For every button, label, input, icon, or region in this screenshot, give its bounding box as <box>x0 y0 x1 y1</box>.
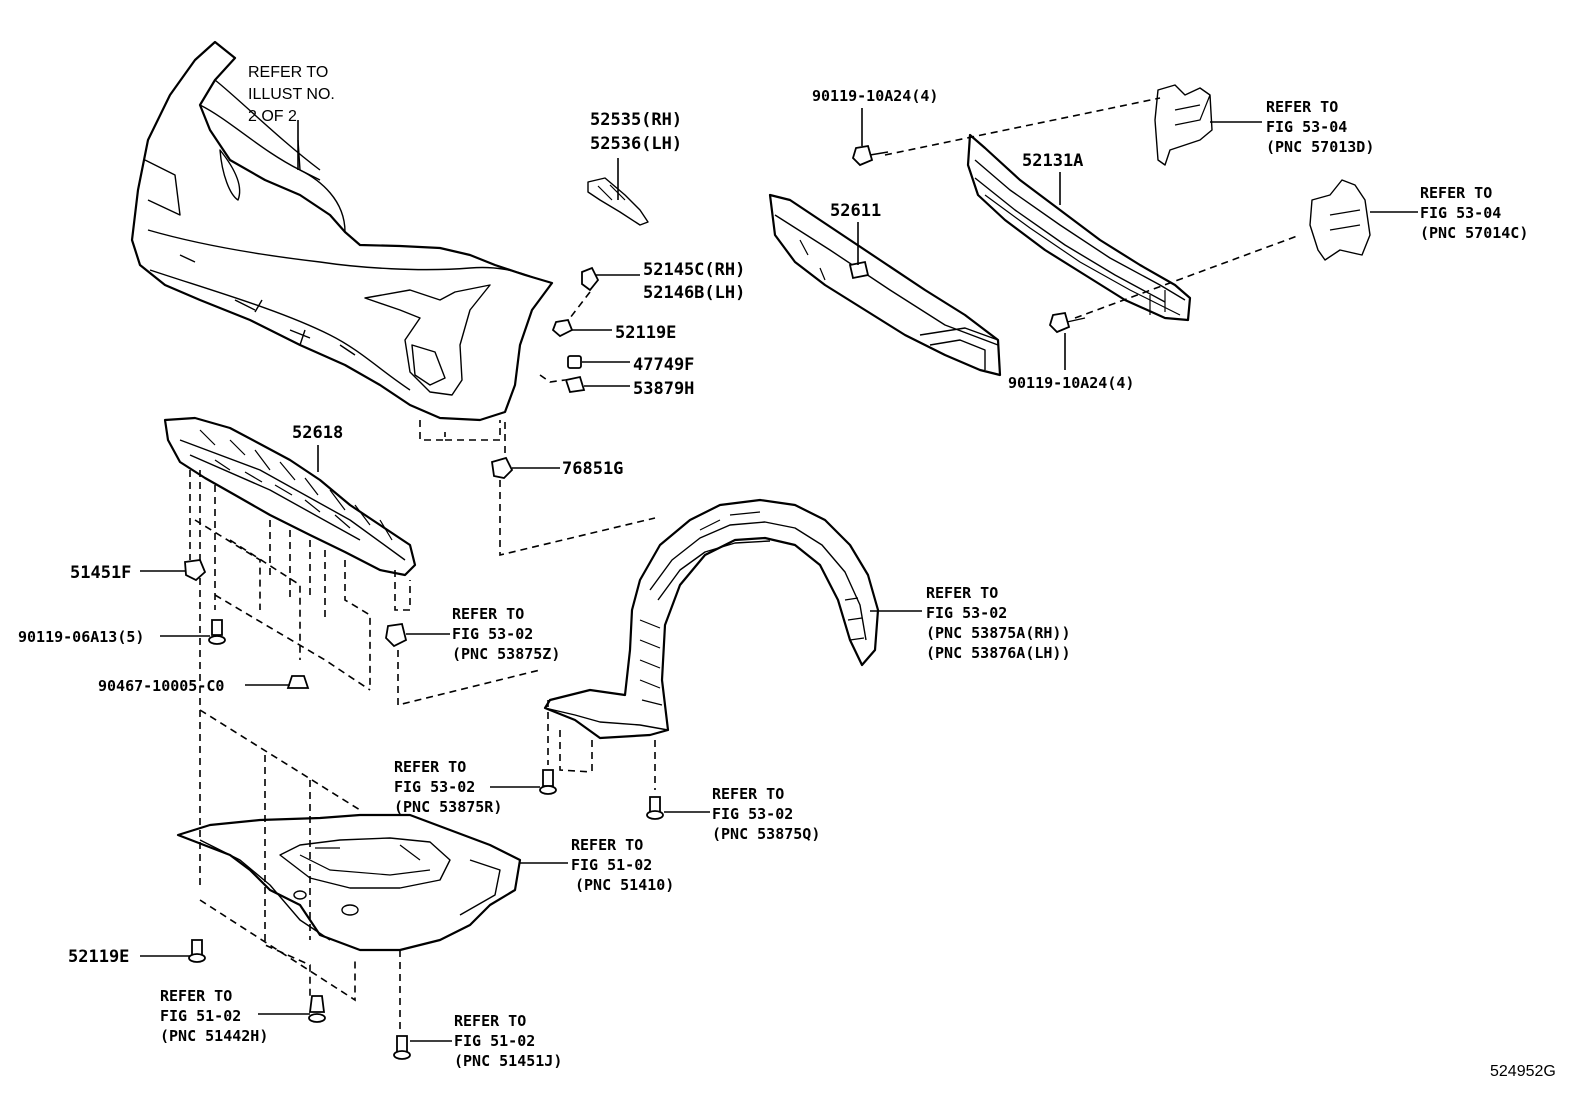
callout-57013D[interactable]: REFER TO FIG 53-04 (PNC 57013D) <box>1266 98 1374 156</box>
nut-90467[interactable] <box>286 675 310 689</box>
callout-line: FIG 51-02 <box>571 856 652 874</box>
under-bracket-52618[interactable] <box>163 416 417 577</box>
callout-line: (PNC 51410) <box>575 876 674 894</box>
callout-51451J[interactable]: REFER TO FIG 51-02 (PNC 51451J) <box>454 1012 562 1070</box>
energy-absorber-52611[interactable] <box>768 193 1002 377</box>
callout-51442H[interactable]: REFER TO FIG 51-02 (PNC 51442H) <box>160 987 268 1045</box>
callout-line: 2 OF 2 <box>248 108 297 125</box>
callout-line: REFER TO <box>1266 98 1338 116</box>
part-label-52131A[interactable]: 52131A <box>1022 151 1083 171</box>
callout-line: (PNC 57014C) <box>1420 224 1528 242</box>
clip-51442H[interactable] <box>308 995 326 1023</box>
callout-line: (PNC 53875Z) <box>452 645 560 663</box>
callout-line: FIG 51-02 <box>454 1032 535 1050</box>
callout-line: REFER TO <box>926 584 998 602</box>
callout-53875Q[interactable]: REFER TO FIG 53-02 (PNC 53875Q) <box>712 785 820 843</box>
clip-51451F[interactable] <box>184 559 207 582</box>
callout-line: FIG 53-04 <box>1420 204 1501 222</box>
part-label-52536[interactable]: 52536(LH) <box>590 134 682 154</box>
callout-line: FIG 53-02 <box>712 805 793 823</box>
callout-line: REFER TO <box>454 1012 526 1030</box>
clip-53875Q[interactable] <box>646 796 664 820</box>
part-label-90119-06A13[interactable]: 90119-06A13(5) <box>18 628 144 646</box>
callout-57014C[interactable]: REFER TO FIG 53-04 (PNC 57014C) <box>1420 184 1528 242</box>
callout-line: (PNC 53875Q) <box>712 825 820 843</box>
bolt-90119-10A24-bot[interactable] <box>1048 311 1086 334</box>
callout-line: (PNC 53875R) <box>394 798 502 816</box>
callout-line: (PNC 51451J) <box>454 1052 562 1070</box>
part-label-53879H[interactable]: 53879H <box>633 379 694 399</box>
callout-line: ILLUST NO. <box>248 86 335 103</box>
callout-53875A[interactable]: REFER TO FIG 53-02 (PNC 53875A(RH)) (PNC… <box>926 584 1071 662</box>
part-label-47749F[interactable]: 47749F <box>633 355 694 375</box>
callout-line: REFER TO <box>248 64 328 81</box>
part-label-52145C[interactable]: 52145C(RH) <box>643 260 745 280</box>
callout-53875Z[interactable]: REFER TO FIG 53-02 (PNC 53875Z) <box>452 605 560 663</box>
clip-76851G[interactable] <box>490 456 514 479</box>
bolt-90119-06A13[interactable] <box>208 619 226 645</box>
clip-51451J[interactable] <box>393 1035 411 1060</box>
callout-51410[interactable]: REFER TO FIG 51-02 (PNC 51410) <box>571 836 674 894</box>
callout-line: (PNC 53876A(LH)) <box>926 644 1071 662</box>
part-label-90467[interactable]: 90467-10005-C0 <box>98 677 224 695</box>
callout-line: REFER TO <box>571 836 643 854</box>
screw-52119E-top[interactable] <box>551 318 574 338</box>
part-label-52535[interactable]: 52535(RH) <box>590 110 682 130</box>
diagram-id: 524952G <box>1490 1063 1556 1080</box>
callout-line: FIG 53-02 <box>452 625 533 643</box>
callout-line: REFER TO <box>452 605 524 623</box>
clip-53875Z[interactable] <box>385 622 408 648</box>
callout-53875R[interactable]: REFER TO FIG 53-02 (PNC 53875R) <box>394 758 502 816</box>
callout-line: REFER TO <box>712 785 784 803</box>
fender-liner[interactable] <box>543 498 880 740</box>
part-label-52119E-bot[interactable]: 52119E <box>68 947 129 967</box>
part-label-90119-10A24-bot[interactable]: 90119-10A24(4) <box>1008 374 1134 392</box>
part-label-52119E-top[interactable]: 52119E <box>615 323 676 343</box>
screw-52119E-bot[interactable] <box>188 939 206 963</box>
bracket-57014C[interactable] <box>1309 179 1371 261</box>
reinforcement-52131A[interactable] <box>966 133 1192 322</box>
part-label-52146B[interactable]: 52146B(LH) <box>643 283 745 303</box>
engine-under-cover[interactable] <box>176 813 522 952</box>
part-label-90119-10A24-top[interactable]: 90119-10A24(4) <box>812 87 938 105</box>
front-bumper-cover[interactable] <box>130 40 554 422</box>
callout-line: FIG 53-02 <box>926 604 1007 622</box>
callout-line: (PNC 51442H) <box>160 1027 268 1045</box>
leader-lines <box>140 108 1418 1042</box>
clip-52145C[interactable] <box>581 266 600 292</box>
callout-line: REFER TO <box>1420 184 1492 202</box>
clip-53875R[interactable] <box>539 769 557 795</box>
part-label-52618[interactable]: 52618 <box>292 423 343 443</box>
clip-47749F[interactable] <box>567 355 582 369</box>
clip-53879H[interactable] <box>564 375 586 393</box>
part-label-51451F[interactable]: 51451F <box>70 563 131 583</box>
bracket-57013D[interactable] <box>1154 84 1213 166</box>
callout-line: FIG 53-04 <box>1266 118 1347 136</box>
callout-line: FIG 51-02 <box>160 1007 241 1025</box>
callout-line: FIG 53-02 <box>394 778 475 796</box>
part-label-76851G[interactable]: 76851G <box>562 459 623 479</box>
callout-line: (PNC 57013D) <box>1266 138 1374 156</box>
callout-line: REFER TO <box>160 987 232 1005</box>
callout-line: REFER TO <box>394 758 466 776</box>
callout-line: (PNC 53875A(RH)) <box>926 624 1071 642</box>
part-label-52611[interactable]: 52611 <box>830 201 881 221</box>
callout-refer-illust: REFER TO ILLUST NO. 2 OF 2 <box>248 64 335 125</box>
bolt-90119-10A24-top[interactable] <box>851 144 889 167</box>
